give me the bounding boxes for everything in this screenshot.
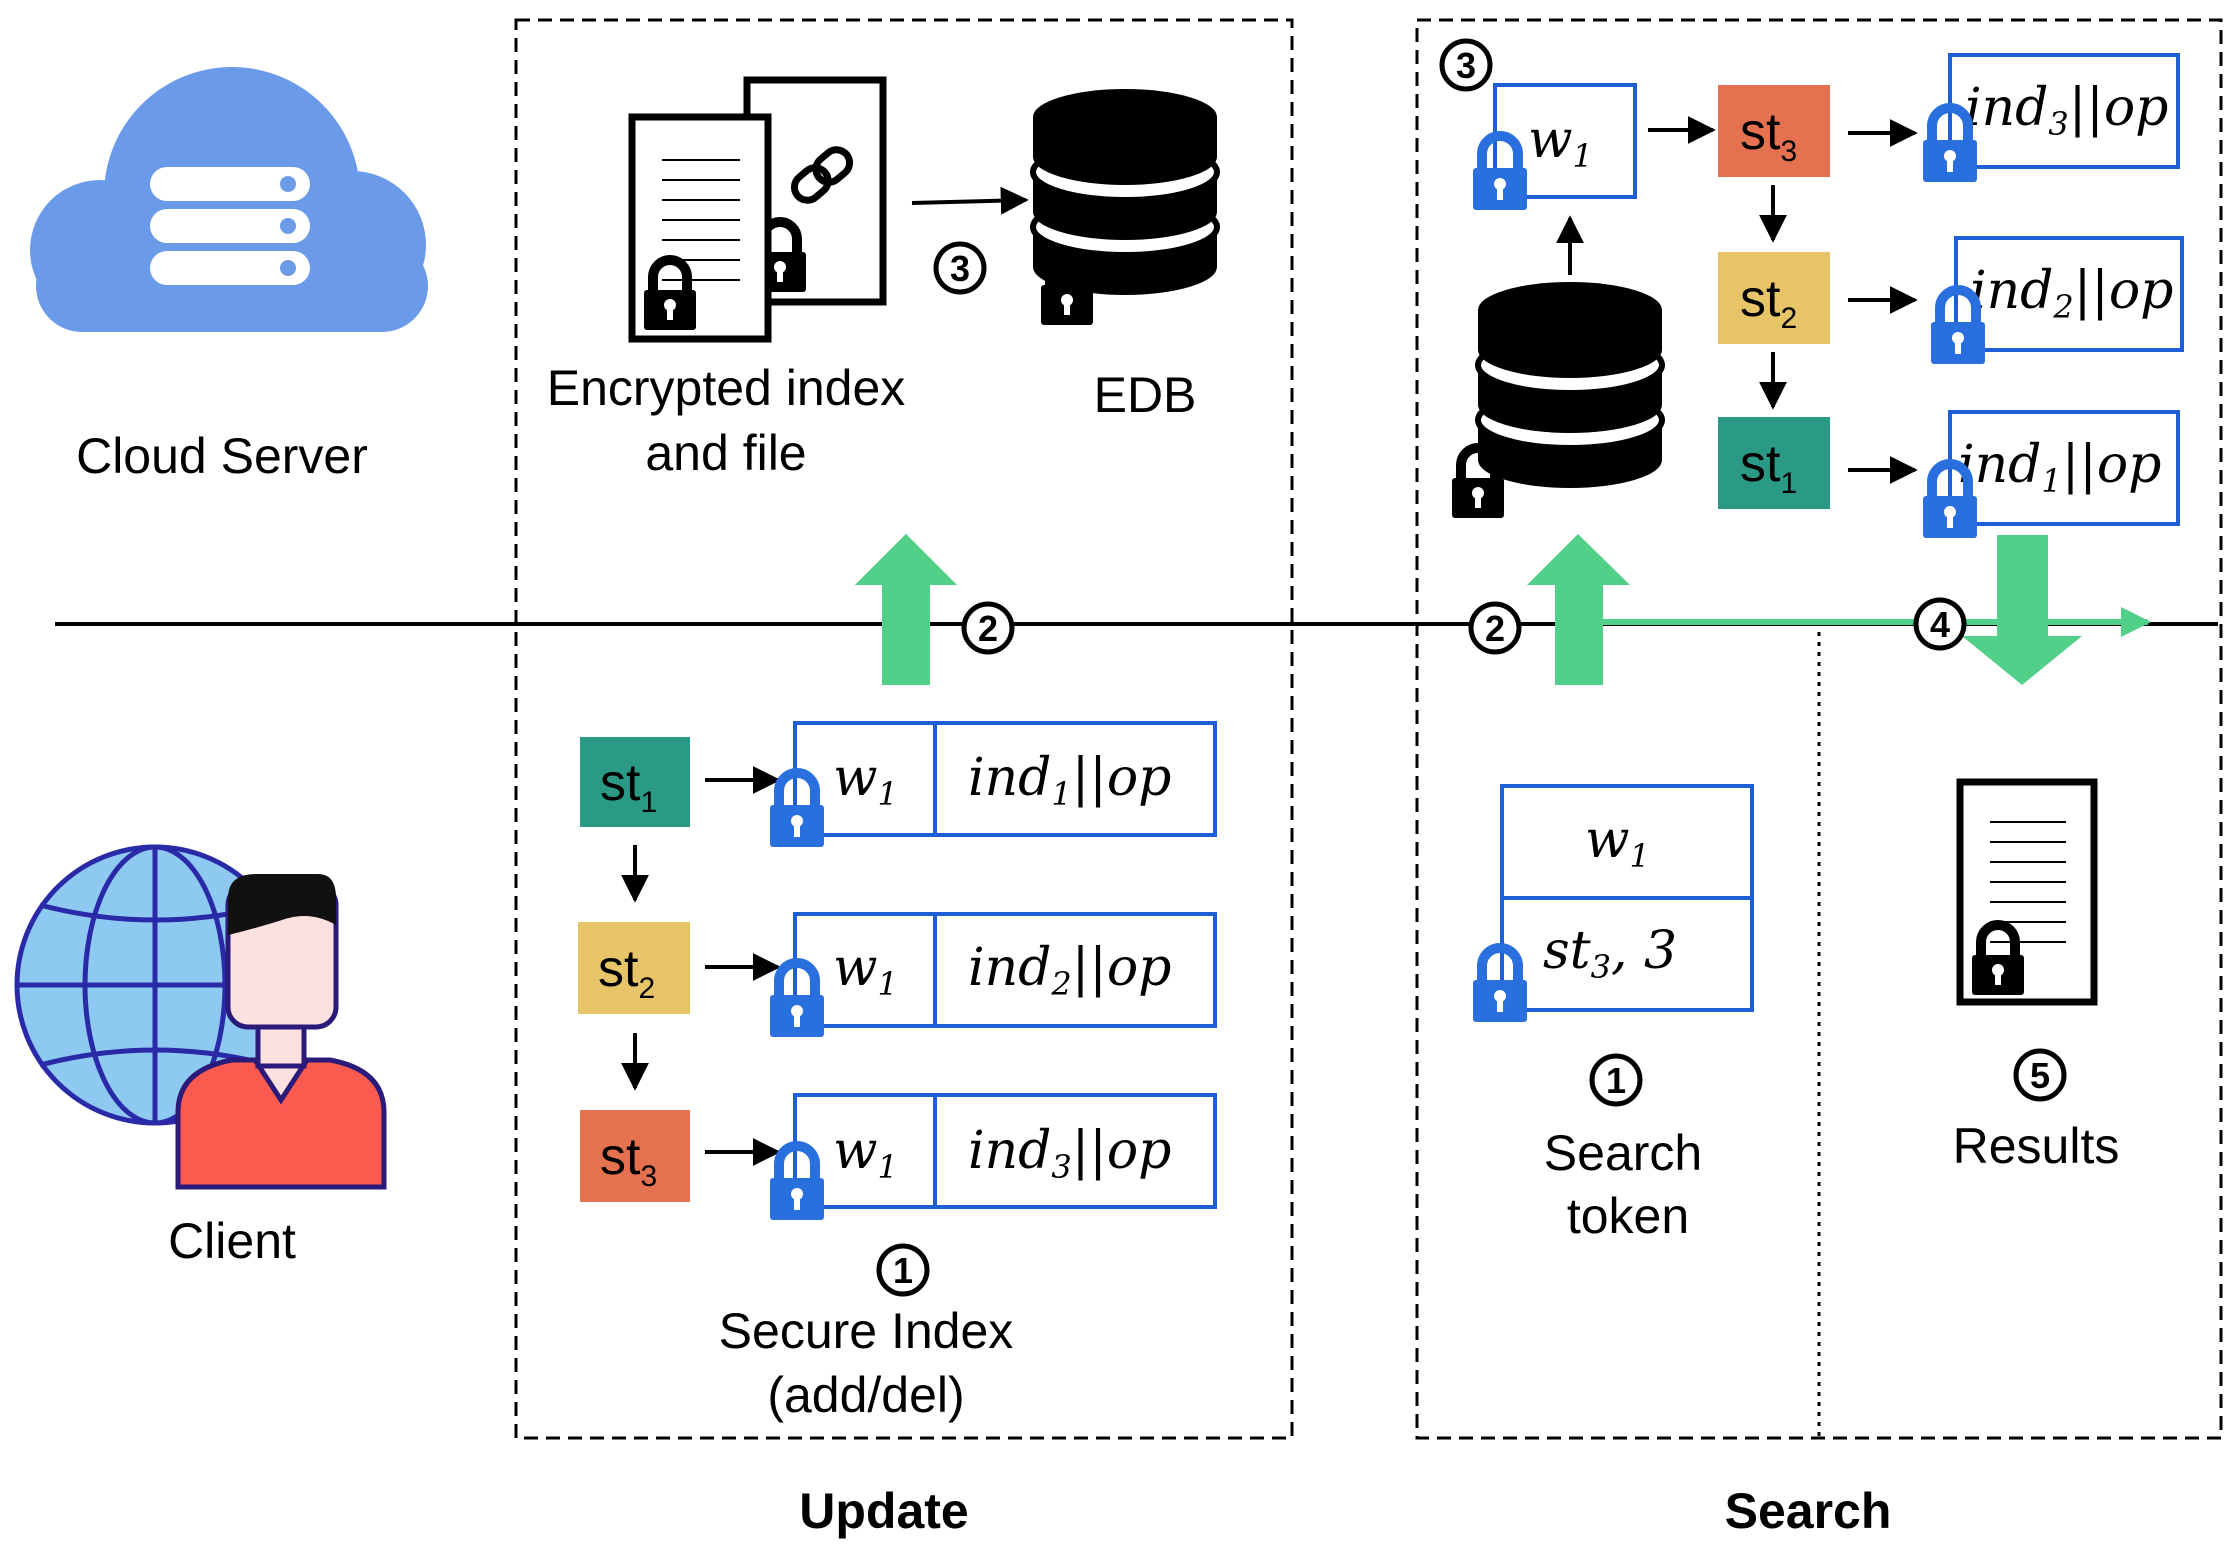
encrypted-index-label-line2: and file: [645, 425, 806, 481]
search-panel: [1415, 18, 2223, 1440]
svg-text:ind3||op: ind3||op: [968, 1121, 1171, 1186]
index-entry-1: w1 ind1||op: [770, 721, 1217, 847]
step-5-badge: 5: [2013, 1048, 2067, 1102]
step-3-update-badge: 3: [933, 241, 987, 295]
svg-text:w1: w1: [1585, 810, 1650, 875]
svg-text:w1: w1: [833, 748, 898, 813]
index-entry-3: w1 ind3||op: [770, 1093, 1217, 1220]
svg-text:st3: st3: [600, 1128, 657, 1193]
svg-text:ind2||op: ind2||op: [1970, 261, 2173, 326]
result-download-arrow: [1962, 535, 2082, 685]
svg-text:st2: st2: [598, 940, 655, 1005]
search-keyword-w1: w1: [1473, 83, 1637, 210]
state-st3-search: st3: [1718, 85, 1830, 177]
svg-text:4: 4: [1930, 604, 1950, 645]
svg-text:w1: w1: [833, 1121, 898, 1186]
search-edb-database-icon: [1452, 282, 1662, 518]
svg-text:2: 2: [978, 608, 998, 649]
svg-text:st1: st1: [1740, 435, 1797, 500]
results-label: Results: [1953, 1118, 2120, 1174]
svg-text:w1: w1: [1528, 110, 1593, 175]
client-icon: [14, 844, 387, 1190]
step-4-badge: 4: [1913, 597, 1967, 651]
edb-database-icon: [1033, 89, 1217, 325]
edb-label: EDB: [1094, 367, 1197, 423]
state-st2-search: st2: [1718, 252, 1830, 344]
svg-text:1: 1: [1606, 1060, 1626, 1101]
secure-index-label-line2: (add/del): [767, 1367, 964, 1423]
step-2-search-badge: 2: [1468, 601, 1522, 655]
svg-text:st1: st1: [600, 754, 657, 819]
svg-text:w1: w1: [833, 938, 898, 1003]
search-result-entry-1: ind1||op: [1923, 410, 2180, 538]
svg-text:st2: st2: [1740, 270, 1797, 335]
step-2-update-badge: 2: [961, 601, 1015, 655]
svg-text:2: 2: [1485, 608, 1505, 649]
svg-text:ind2||op: ind2||op: [968, 938, 1171, 1003]
search-result-entry-2: ind2||op: [1931, 236, 2184, 364]
cloud-server-icon: [30, 67, 428, 332]
index-entry-2: w1 ind2||op: [770, 912, 1217, 1037]
search-title: Search: [1725, 1483, 1892, 1539]
step-3-search-badge: 3: [1439, 38, 1493, 92]
update-panel: [514, 18, 1294, 1440]
encrypted-document-icon: [628, 76, 887, 343]
svg-text:ind1||op: ind1||op: [968, 748, 1171, 813]
step-1-update-badge: 1: [876, 1243, 930, 1297]
doc-to-edb-arrow: [911, 186, 1029, 215]
search-result-entry-3: ind3||op: [1923, 53, 2180, 182]
svg-text:1: 1: [893, 1250, 913, 1291]
svg-text:st3: st3: [1740, 103, 1797, 168]
svg-text:3: 3: [1456, 45, 1476, 86]
encrypted-index-label-line1: Encrypted index: [547, 360, 906, 416]
results-document-icon: [1956, 778, 2098, 1006]
svg-text:ind3||op: ind3||op: [1965, 78, 2168, 143]
search-upload-arrow: [1527, 534, 1630, 685]
svg-text:ind1||op: ind1||op: [1958, 435, 2161, 500]
svg-text:5: 5: [2030, 1055, 2050, 1096]
search-token-label-line1: Search: [1544, 1125, 1702, 1181]
svg-text:st3, 3: st3, 3: [1543, 921, 1677, 986]
state-st1-search: st1: [1718, 417, 1830, 509]
secure-index-label-line1: Secure Index: [719, 1303, 1014, 1359]
client-label: Client: [168, 1213, 296, 1269]
step-1-search-badge: 1: [1589, 1053, 1643, 1107]
state-st3-update: st3: [580, 1110, 690, 1202]
update-title: Update: [799, 1483, 968, 1539]
cloud-server-label: Cloud Server: [76, 428, 368, 484]
state-st2-update: st2: [578, 922, 690, 1014]
search-token-label-line2: token: [1567, 1188, 1689, 1244]
state-st1-update: st1: [580, 737, 690, 827]
svg-text:3: 3: [950, 248, 970, 289]
search-token-box: w1 st3, 3: [1473, 784, 1754, 1022]
